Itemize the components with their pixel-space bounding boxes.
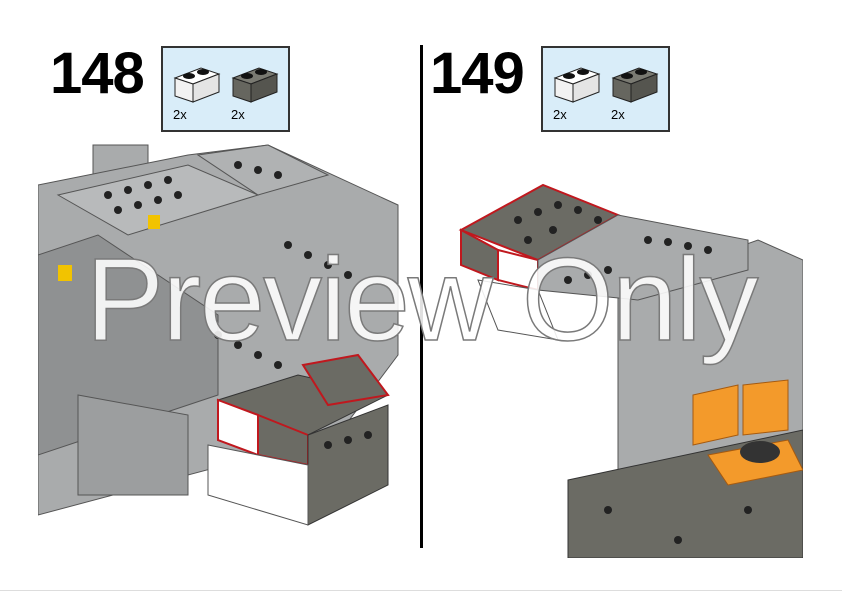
- parts-list-149: 2x 2x: [541, 46, 670, 132]
- parts-list-148: 2x 2x: [161, 46, 290, 132]
- part-qty: 2x: [173, 107, 187, 122]
- part-qty: 2x: [553, 107, 567, 122]
- part-qty: 2x: [611, 107, 625, 122]
- page-bottom-rule: [0, 590, 842, 591]
- part-qty: 2x: [231, 107, 245, 122]
- white-brick-icon: [173, 67, 221, 103]
- step-149-illustration: [458, 183, 803, 558]
- dark-gray-brick-icon: [231, 67, 279, 103]
- dark-gray-brick-icon: [611, 67, 659, 103]
- step-number-148: 148: [50, 41, 145, 106]
- step-number-149: 149: [430, 41, 525, 106]
- part-dark-gray-brick: 2x: [609, 60, 661, 122]
- part-white-brick: 2x: [551, 60, 603, 122]
- step-148-illustration: [38, 144, 399, 526]
- white-brick-icon: [553, 67, 601, 103]
- part-white-brick: 2x: [171, 60, 223, 122]
- part-dark-gray-brick: 2x: [229, 60, 281, 122]
- step-divider: [420, 45, 423, 548]
